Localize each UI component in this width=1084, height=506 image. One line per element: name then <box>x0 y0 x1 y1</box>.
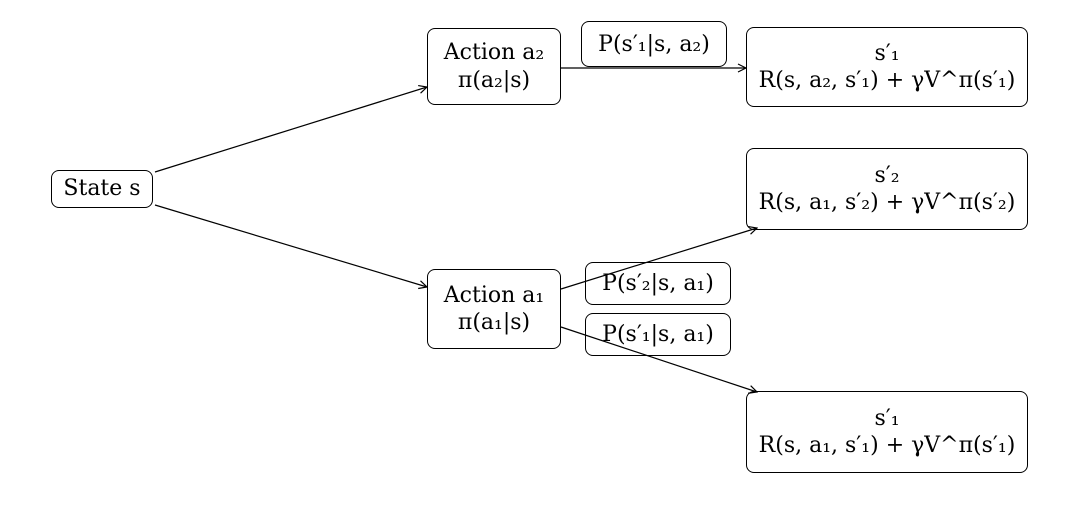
edge-state-to-a2 <box>154 87 427 173</box>
outcome-top-value: R(s, a₂, s′₁) + γV^π(s′₁) <box>758 68 1016 93</box>
action-a1-title: Action a₁ <box>443 282 545 308</box>
action-a1-node: Action a₁ π(a₁|s) <box>427 269 561 349</box>
action-a1-policy: π(a₁|s) <box>457 310 531 335</box>
outcome-top-node: s′₁ R(s, a₂, s′₁) + γV^π(s′₁) <box>746 27 1028 107</box>
outcome-top-state: s′₁ <box>874 40 900 66</box>
outcome-bottom-node: s′₁ R(s, a₁, s′₁) + γV^π(s′₁) <box>746 391 1028 473</box>
state-node: State s <box>51 170 153 208</box>
transition-label-a1-s1: P(s′₁|s, a₁) <box>585 313 731 356</box>
transition-a1-s1-text: P(s′₁|s, a₁) <box>602 322 714 347</box>
edge-state-to-a1 <box>154 204 427 287</box>
outcome-bottom-value: R(s, a₁, s′₁) + γV^π(s′₁) <box>758 433 1016 458</box>
outcome-middle-value: R(s, a₁, s′₂) + γV^π(s′₂) <box>758 190 1016 215</box>
transition-a2-s1-text: P(s′₁|s, a₂) <box>598 31 710 57</box>
outcome-bottom-state: s′₁ <box>874 405 900 431</box>
transition-label-a2-s1: P(s′₁|s, a₂) <box>581 21 727 67</box>
action-a2-policy: π(a₂|s) <box>457 67 531 93</box>
outcome-middle-node: s′₂ R(s, a₁, s′₂) + γV^π(s′₂) <box>746 148 1028 230</box>
action-a2-node: Action a₂ π(a₂|s) <box>427 28 561 105</box>
state-label: State s <box>63 176 141 202</box>
transition-label-a1-s2: P(s′₂|s, a₁) <box>585 262 731 305</box>
outcome-middle-state: s′₂ <box>874 162 900 188</box>
transition-a1-s2-text: P(s′₂|s, a₁) <box>602 271 714 296</box>
action-a2-title: Action a₂ <box>443 40 545 65</box>
